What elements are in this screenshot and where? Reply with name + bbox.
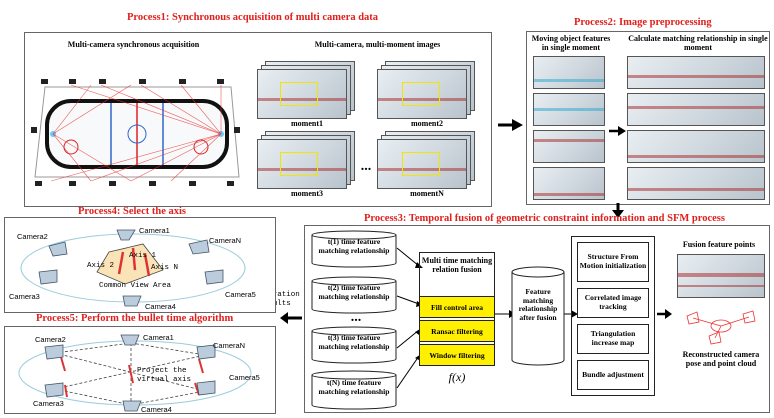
p4-camera2-label: Camera2 bbox=[17, 232, 48, 241]
sfm-step-bundle: Bundle adjustment bbox=[577, 360, 649, 390]
p5-camera4-label: Camera4 bbox=[141, 405, 172, 414]
fused-cylinder bbox=[511, 266, 565, 366]
process1-title: Process1: Synchronous acquisition of mul… bbox=[127, 12, 379, 23]
axis-diagram bbox=[20, 229, 246, 307]
moment-stack-2 bbox=[377, 61, 477, 123]
filter-fill-control: Fill control area bbox=[419, 296, 495, 318]
reconstructed-caption: Reconstructed camera pose and point clou… bbox=[682, 350, 760, 369]
filter-ransac: Ransac filtering bbox=[419, 320, 495, 342]
fusion-points-image bbox=[677, 254, 765, 298]
process2-col1-caption: Moving object features in single moment bbox=[531, 34, 611, 53]
p5-cameraN-label: CameraN bbox=[213, 341, 246, 350]
time-cylinder-2-label: t(2) time feature matching relationship bbox=[318, 283, 390, 301]
fx-label: f(x) bbox=[448, 370, 466, 384]
arrow-p2-to-p3 bbox=[612, 203, 624, 218]
process4-title: Process4: Select the axis bbox=[78, 206, 186, 217]
axis-2-label: Axis 2 bbox=[87, 262, 115, 270]
common-view-label: Common View Area bbox=[99, 282, 172, 290]
rink-diagram bbox=[31, 79, 240, 186]
arrow-p1-to-p2 bbox=[498, 119, 523, 131]
time-cylinder-2 bbox=[311, 276, 397, 314]
momentN-image bbox=[377, 139, 467, 189]
sfm-step-tracking: Correlated image tracking bbox=[577, 288, 649, 318]
time-cylinder-n-label: t(N) time feature matching relationship bbox=[318, 378, 390, 396]
arrow-p2-inner bbox=[609, 126, 626, 136]
moment2-image bbox=[377, 69, 467, 119]
p4-camera3-label: Camera3 bbox=[9, 292, 40, 301]
p4-cameraN-label: CameraN bbox=[209, 236, 242, 245]
p4-camera5-label: Camera5 bbox=[225, 290, 256, 299]
p2-object-image-2 bbox=[533, 93, 605, 126]
fusion-points-caption: Fusion feature points bbox=[682, 240, 756, 249]
rink-platform bbox=[34, 86, 240, 178]
sfm-step-triangulation: Triangulation increase map bbox=[577, 324, 649, 354]
sfm-step-init: Structure From Motion initialization bbox=[577, 242, 649, 282]
time-cylinder-n bbox=[311, 370, 397, 410]
sfm-frame bbox=[571, 236, 655, 396]
p2-object-image-3 bbox=[533, 130, 605, 163]
arrow-sfm-to-output bbox=[657, 309, 672, 319]
moment1-label: moment1 bbox=[291, 119, 323, 128]
process2-title: Process2: Image preprocessing bbox=[574, 17, 712, 28]
p5-camera5-label: Camera5 bbox=[229, 373, 260, 382]
process5-panel: Camera1 Camera2 CameraN Camera3 Camera4 … bbox=[4, 326, 276, 414]
moments-ellipsis: ... bbox=[360, 159, 372, 174]
project-axis-label: Project the virtual axis bbox=[137, 367, 192, 384]
time-cylinder-1-label: t(1) time feature matching relationship bbox=[318, 237, 390, 255]
p2-matching-image-2 bbox=[627, 93, 765, 126]
process1-left-caption: Multi-camera synchronous acquisition bbox=[67, 40, 200, 49]
fusion-label: Multi time matching relation fusion bbox=[421, 256, 493, 275]
time-cylinders-ellipsis: ... bbox=[350, 310, 362, 325]
process1-panel: Multi-camera synchronous acquisition Mul… bbox=[24, 32, 492, 207]
p2-object-image-4 bbox=[533, 167, 605, 200]
arrow-p3-to-p4 bbox=[280, 312, 302, 324]
moment-stack-3 bbox=[257, 131, 357, 193]
time-cylinder-1 bbox=[311, 230, 397, 268]
process3-title: Process3: Temporal fusion of geometric c… bbox=[364, 213, 725, 224]
axis-1-label: Axis 1 bbox=[129, 252, 157, 260]
moment3-label: moment3 bbox=[291, 189, 323, 198]
moment-stack-1 bbox=[257, 61, 357, 123]
bullet-time-diagram bbox=[18, 334, 252, 412]
p4-camera4-label: Camera4 bbox=[145, 302, 176, 311]
p5-camera1-label: Camera1 bbox=[143, 333, 174, 342]
p2-matching-image-1 bbox=[627, 56, 765, 89]
process3-panel: t(1) time feature matching relationship … bbox=[304, 225, 770, 413]
camera-markers bbox=[31, 79, 240, 186]
moment2-label: moment2 bbox=[411, 119, 443, 128]
point-cloud-figure bbox=[686, 310, 756, 345]
time-cylinder-3 bbox=[311, 326, 397, 364]
p5-camera3-label: Camera3 bbox=[33, 399, 64, 408]
p4-camera1-label: Camera1 bbox=[139, 226, 170, 235]
process4-panel: Camera1 Camera2 CameraN Camera3 Camera4 … bbox=[4, 217, 276, 313]
momentN-label: momentN bbox=[410, 189, 444, 198]
time-cylinder-3-label: t(3) time feature matching relationship bbox=[318, 333, 390, 351]
moment-stack-n bbox=[377, 131, 477, 193]
p5-camera2-label: Camera2 bbox=[35, 335, 66, 344]
moment1-image bbox=[257, 69, 347, 119]
process2-col2-caption: Calculate matching relationship in singl… bbox=[628, 34, 768, 53]
p2-matching-image-3 bbox=[627, 130, 765, 163]
process1-right-caption: Multi-camera, multi-moment images bbox=[314, 40, 441, 49]
axis-n-label: Axis N bbox=[151, 264, 179, 272]
p2-object-image-1 bbox=[533, 56, 605, 89]
moment3-image bbox=[257, 139, 347, 189]
p2-matching-image-4 bbox=[627, 167, 765, 200]
filter-window: Window filtering bbox=[419, 344, 495, 366]
fused-cylinder-label: Feature matching relationship after fusi… bbox=[518, 287, 558, 323]
process2-panel: Moving object features in single moment … bbox=[526, 31, 770, 205]
camera-ray-lines bbox=[50, 84, 222, 182]
process5-title: Process5: Perform the bullet time algori… bbox=[36, 313, 234, 324]
